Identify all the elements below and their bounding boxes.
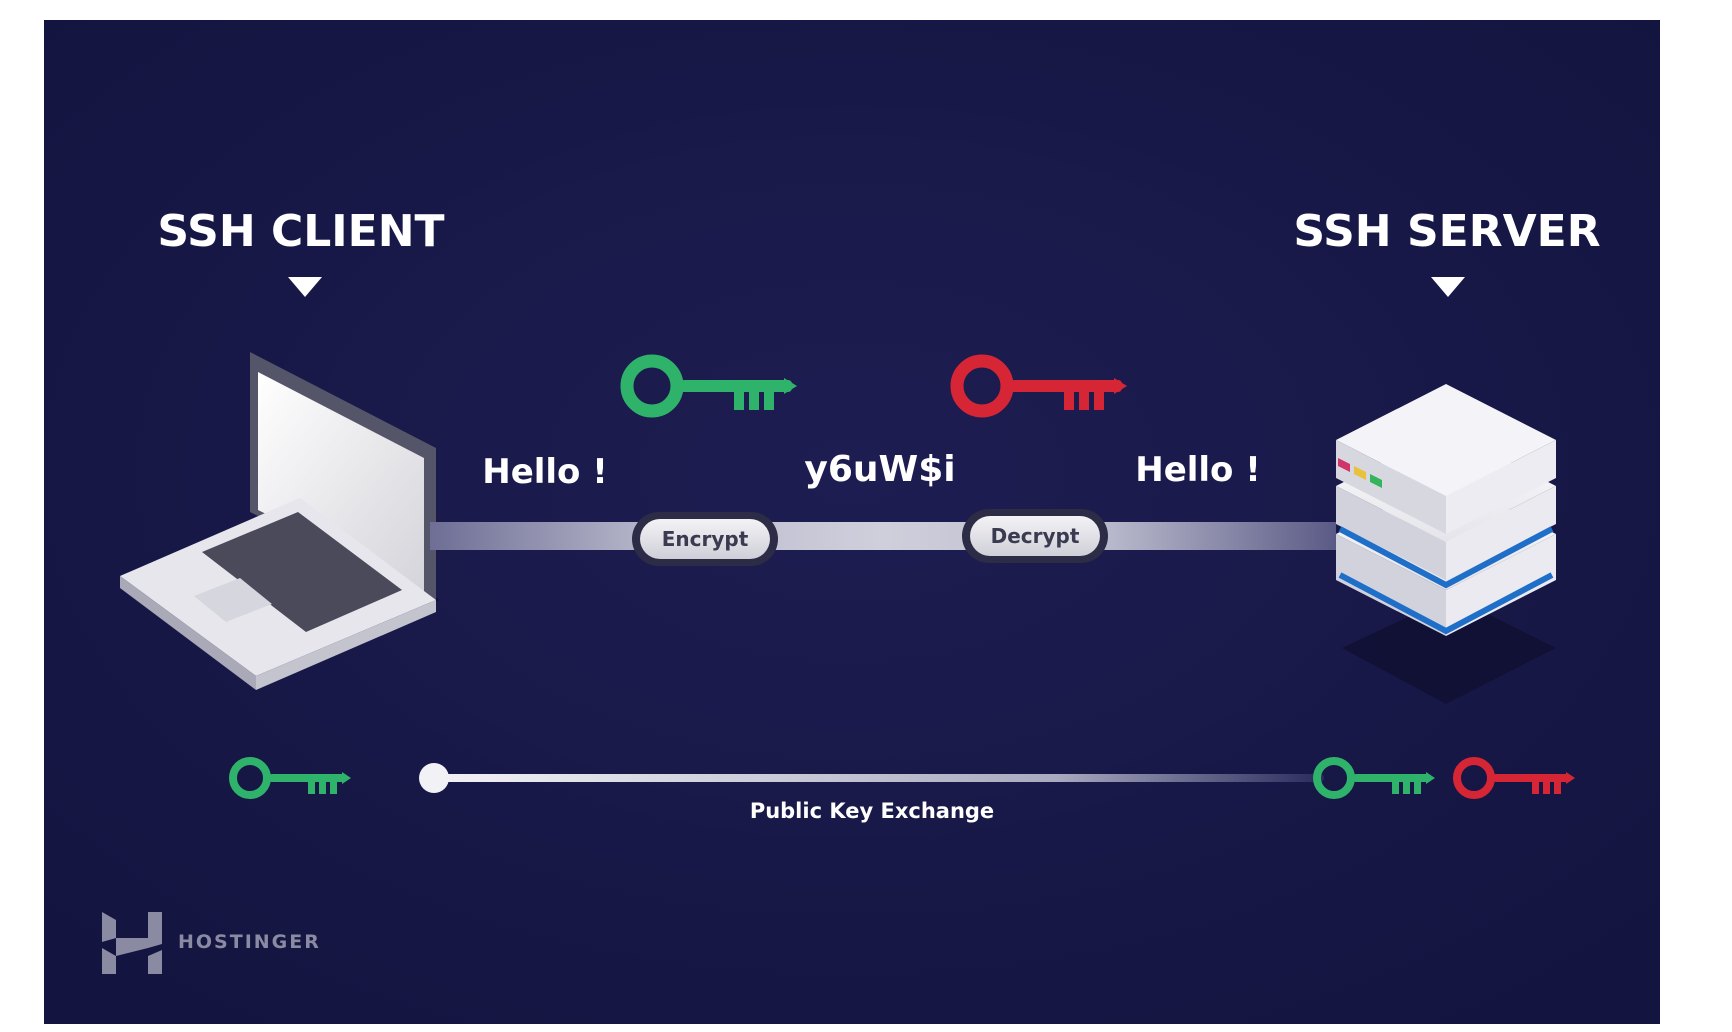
encrypt-badge: Encrypt	[632, 512, 778, 566]
hostinger-logo	[102, 912, 162, 974]
encrypt-label: Encrypt	[662, 527, 749, 551]
client-public-key-icon	[229, 757, 351, 799]
server-pointer-icon	[1431, 277, 1465, 297]
key-exchange-label: Public Key Exchange	[750, 799, 994, 823]
server-stack-icon	[1336, 384, 1556, 704]
server-private-key-icon	[1453, 757, 1575, 799]
decrypt-label: Decrypt	[991, 524, 1080, 548]
public-key-icon	[620, 354, 797, 418]
data-pipe	[430, 522, 1336, 550]
client-pointer-icon	[288, 277, 322, 297]
laptop-icon	[120, 352, 440, 690]
ciphertext: y6uW$i	[804, 449, 955, 490]
server-title: SSH SERVER	[1293, 206, 1600, 257]
plaintext-right: Hello !	[1135, 450, 1261, 490]
plaintext-left: Hello !	[482, 452, 608, 492]
private-key-icon	[950, 354, 1127, 418]
server-public-key-icon	[1313, 757, 1435, 799]
key-exchange-line	[419, 763, 1324, 793]
client-title: SSH CLIENT	[157, 206, 444, 257]
brand-name: HOSTINGER	[178, 931, 321, 953]
decrypt-badge: Decrypt	[962, 509, 1108, 563]
